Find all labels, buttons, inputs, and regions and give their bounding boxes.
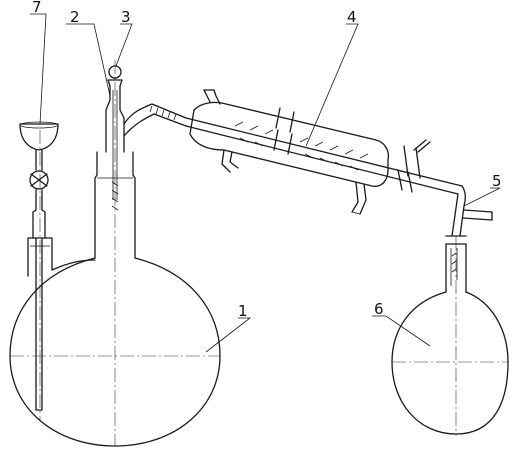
distillation-head	[105, 65, 187, 200]
label-1: 1	[238, 302, 248, 320]
label-6: 6	[374, 300, 384, 318]
label-leaders	[30, 13, 501, 353]
receiving-flask-small	[391, 236, 509, 436]
label-5: 5	[492, 172, 502, 190]
receiver-adapter	[445, 185, 493, 245]
label-3: 3	[121, 8, 131, 26]
label-4: 4	[347, 8, 357, 26]
round-bottom-flask-large	[9, 60, 221, 447]
part-labels: 7 2 3 4 5 1 6	[32, 0, 502, 320]
label-7: 7	[32, 0, 42, 16]
dropping-funnel	[19, 121, 59, 239]
condenser	[185, 89, 463, 215]
label-2: 2	[70, 8, 80, 26]
